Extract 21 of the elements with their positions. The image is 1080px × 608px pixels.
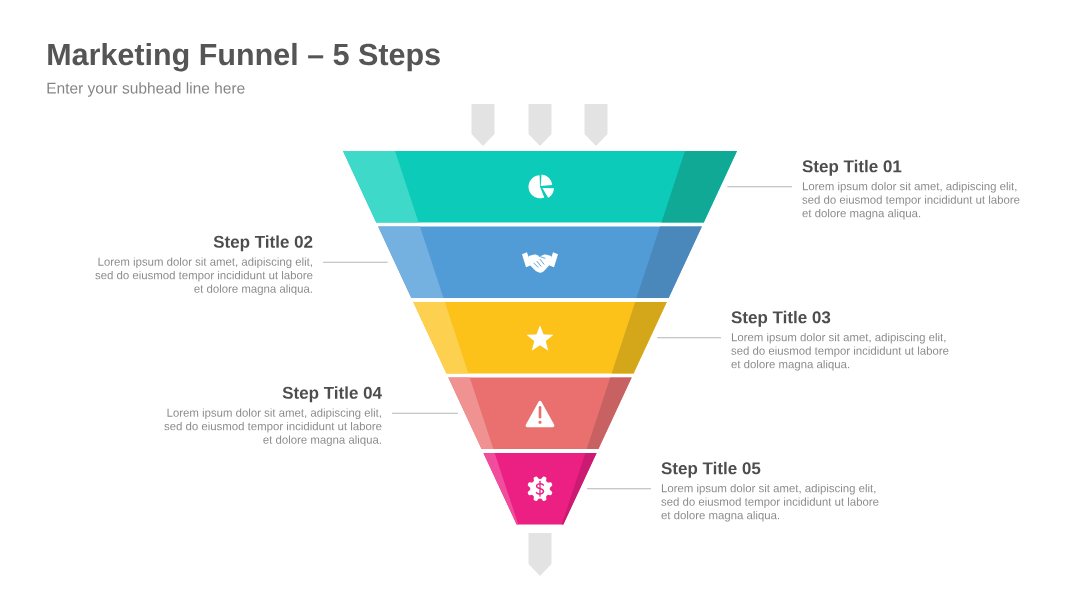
leader-line: [656, 337, 722, 339]
leader-line: [391, 412, 459, 414]
leader-line: [727, 186, 793, 188]
block-arrow: [471, 104, 495, 146]
step-title: Step Title 04: [282, 386, 382, 403]
leader-line: [586, 488, 652, 490]
subtitle: Enter your subhead line here: [47, 82, 245, 97]
block-arrow: [528, 533, 552, 576]
step-description: Lorem ipsum dolor sit amet, adipiscing elit, sed do eiusmod tempor incididunt ut labore et dolore magna aliqua.: [661, 483, 879, 522]
step-description: Lorem ipsum dolor sit amet, adipiscing elit, sed do eiusmod tempor incididunt ut labore et dolore magna aliqua.: [164, 408, 382, 447]
title: Marketing Funnel – 5 Steps: [48, 42, 440, 72]
step-title: Step Title 02: [213, 235, 313, 252]
leader-line: [322, 261, 389, 263]
step-description: Lorem ipsum dolor sit amet, adipiscing elit, sed do eiusmod tempor incididunt ut labore et dolore magna aliqua.: [95, 257, 313, 296]
block-arrow: [584, 104, 608, 146]
block-arrow: [528, 104, 552, 146]
step-description: Lorem ipsum dolor sit amet, adipiscing elit, sed do eiusmod tempor incididunt ut labore et dolore magna aliqua.: [802, 181, 1020, 220]
step-title: Step Title 01: [802, 159, 902, 176]
step-title: Step Title 05: [661, 461, 761, 478]
step-description: Lorem ipsum dolor sit amet, adipiscing elit, sed do eiusmod tempor incididunt ut labore et dolore magna aliqua.: [731, 332, 949, 371]
step-title: Step Title 03: [731, 310, 831, 327]
